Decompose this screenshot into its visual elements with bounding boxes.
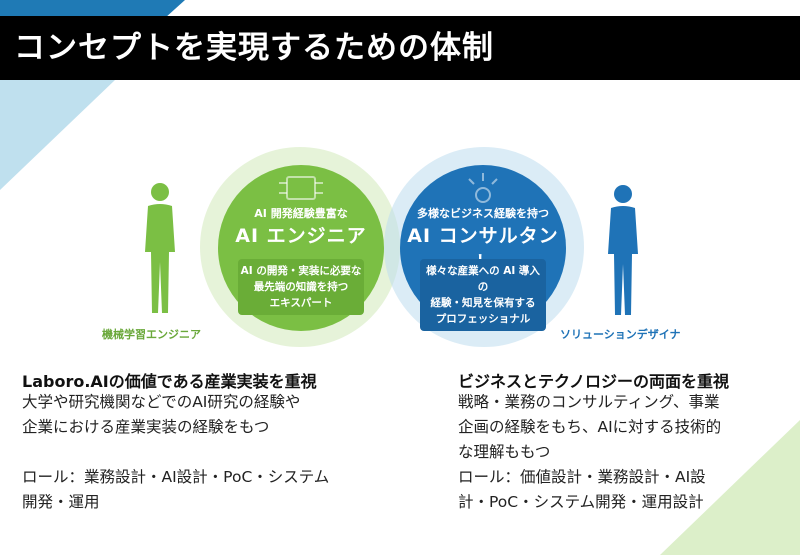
right-section-heading: ビジネスとテクノロジーの両面を重視 — [458, 372, 730, 391]
designer-person-icon — [608, 185, 638, 315]
engineer-circle: AI 開発経験豊富な AI エンジニア AI の開発・実装に必要な 最先端の知識… — [218, 165, 384, 331]
chip-icon — [279, 176, 323, 200]
consultant-circle: 多様なビジネス経験を持つ AI コンサルタント 様々な産業への AI 導入の 経… — [400, 165, 566, 331]
left-section-heading: Laboro.AIの価値である産業実装を重視 — [22, 372, 317, 391]
right-section-body: 戦略・業務のコンサルティング、事業 企画の経験をもち、AIに対する技術的 な理解… — [458, 393, 722, 511]
lightbulb-icon — [468, 173, 498, 203]
engineer-subtitle: AI 開発経験豊富な — [254, 207, 348, 220]
page-title: コンセプトを実現するための体制 — [0, 16, 800, 80]
engineer-person-icon — [145, 183, 175, 313]
top-left-decoration — [0, 0, 185, 190]
engineer-description: AI の開発・実装に必要な 最先端の知識を持つ エキスパート — [238, 259, 364, 315]
consultant-description: 様々な産業への AI 導入の 経験・知見を保有する プロフェッショナル — [420, 259, 546, 331]
engineer-role-label: 機械学習エンジニア — [102, 328, 201, 341]
left-section-body: 大学や研究機関などでのAI研究の経験や 企業における産業実装の経験をもつ ロール… — [22, 393, 330, 511]
bottom-right-decoration — [660, 420, 800, 555]
designer-role-label: ソリューションデザイナ — [560, 328, 681, 341]
consultant-subtitle: 多様なビジネス経験を持つ — [417, 207, 549, 220]
engineer-title: AI エンジニア — [235, 225, 367, 247]
